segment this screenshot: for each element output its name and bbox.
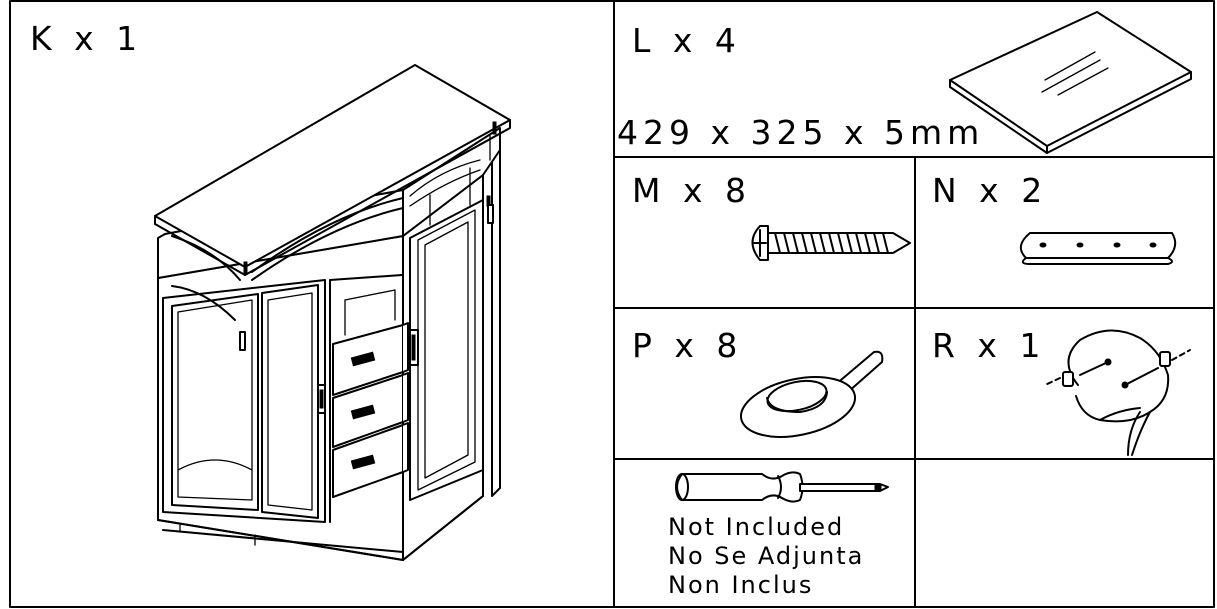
metal-strip-icon xyxy=(1019,232,1177,265)
part-l-label: L x 4 xyxy=(632,21,742,60)
screw-icon xyxy=(751,225,911,261)
part-m-label: M x 8 xyxy=(632,171,752,210)
drawer-3 xyxy=(332,422,409,498)
drawer-1 xyxy=(332,322,409,396)
tool-note-spanish: No Se Adjunta xyxy=(668,542,864,570)
part-k-cell: K x 1 xyxy=(30,19,511,561)
anti-tip-strap-icon xyxy=(1044,329,1191,456)
part-k-label: K x 1 xyxy=(30,19,143,58)
part-p-label: P x 8 xyxy=(632,326,743,365)
part-r-label: R x 1 xyxy=(932,326,1046,365)
drawer-2 xyxy=(332,372,409,448)
part-n-label: N x 2 xyxy=(932,171,1048,210)
part-m-cell: M x 8 xyxy=(632,171,911,261)
part-l-cell: L x 4 429 x 325 x 5mm xyxy=(617,11,1192,154)
shelf-support-peg-icon xyxy=(739,350,884,438)
parts-grid-lines xyxy=(9,0,1215,608)
screwdriver-icon xyxy=(675,471,889,503)
part-r-cell: R x 1 xyxy=(932,326,1191,456)
tool-note-english: Not Included xyxy=(668,513,844,541)
tool-note-french: Non Inclus xyxy=(668,571,813,599)
part-n-cell: N x 2 xyxy=(932,171,1177,265)
tool-cell: Not Included No Se Adjunta Non Inclus xyxy=(668,471,889,599)
cabinet-icon xyxy=(154,64,511,561)
part-l-dimensions: 429 x 325 x 5mm xyxy=(617,113,984,152)
glass-shelf-icon xyxy=(949,11,1192,154)
part-p-cell: P x 8 xyxy=(632,326,884,438)
